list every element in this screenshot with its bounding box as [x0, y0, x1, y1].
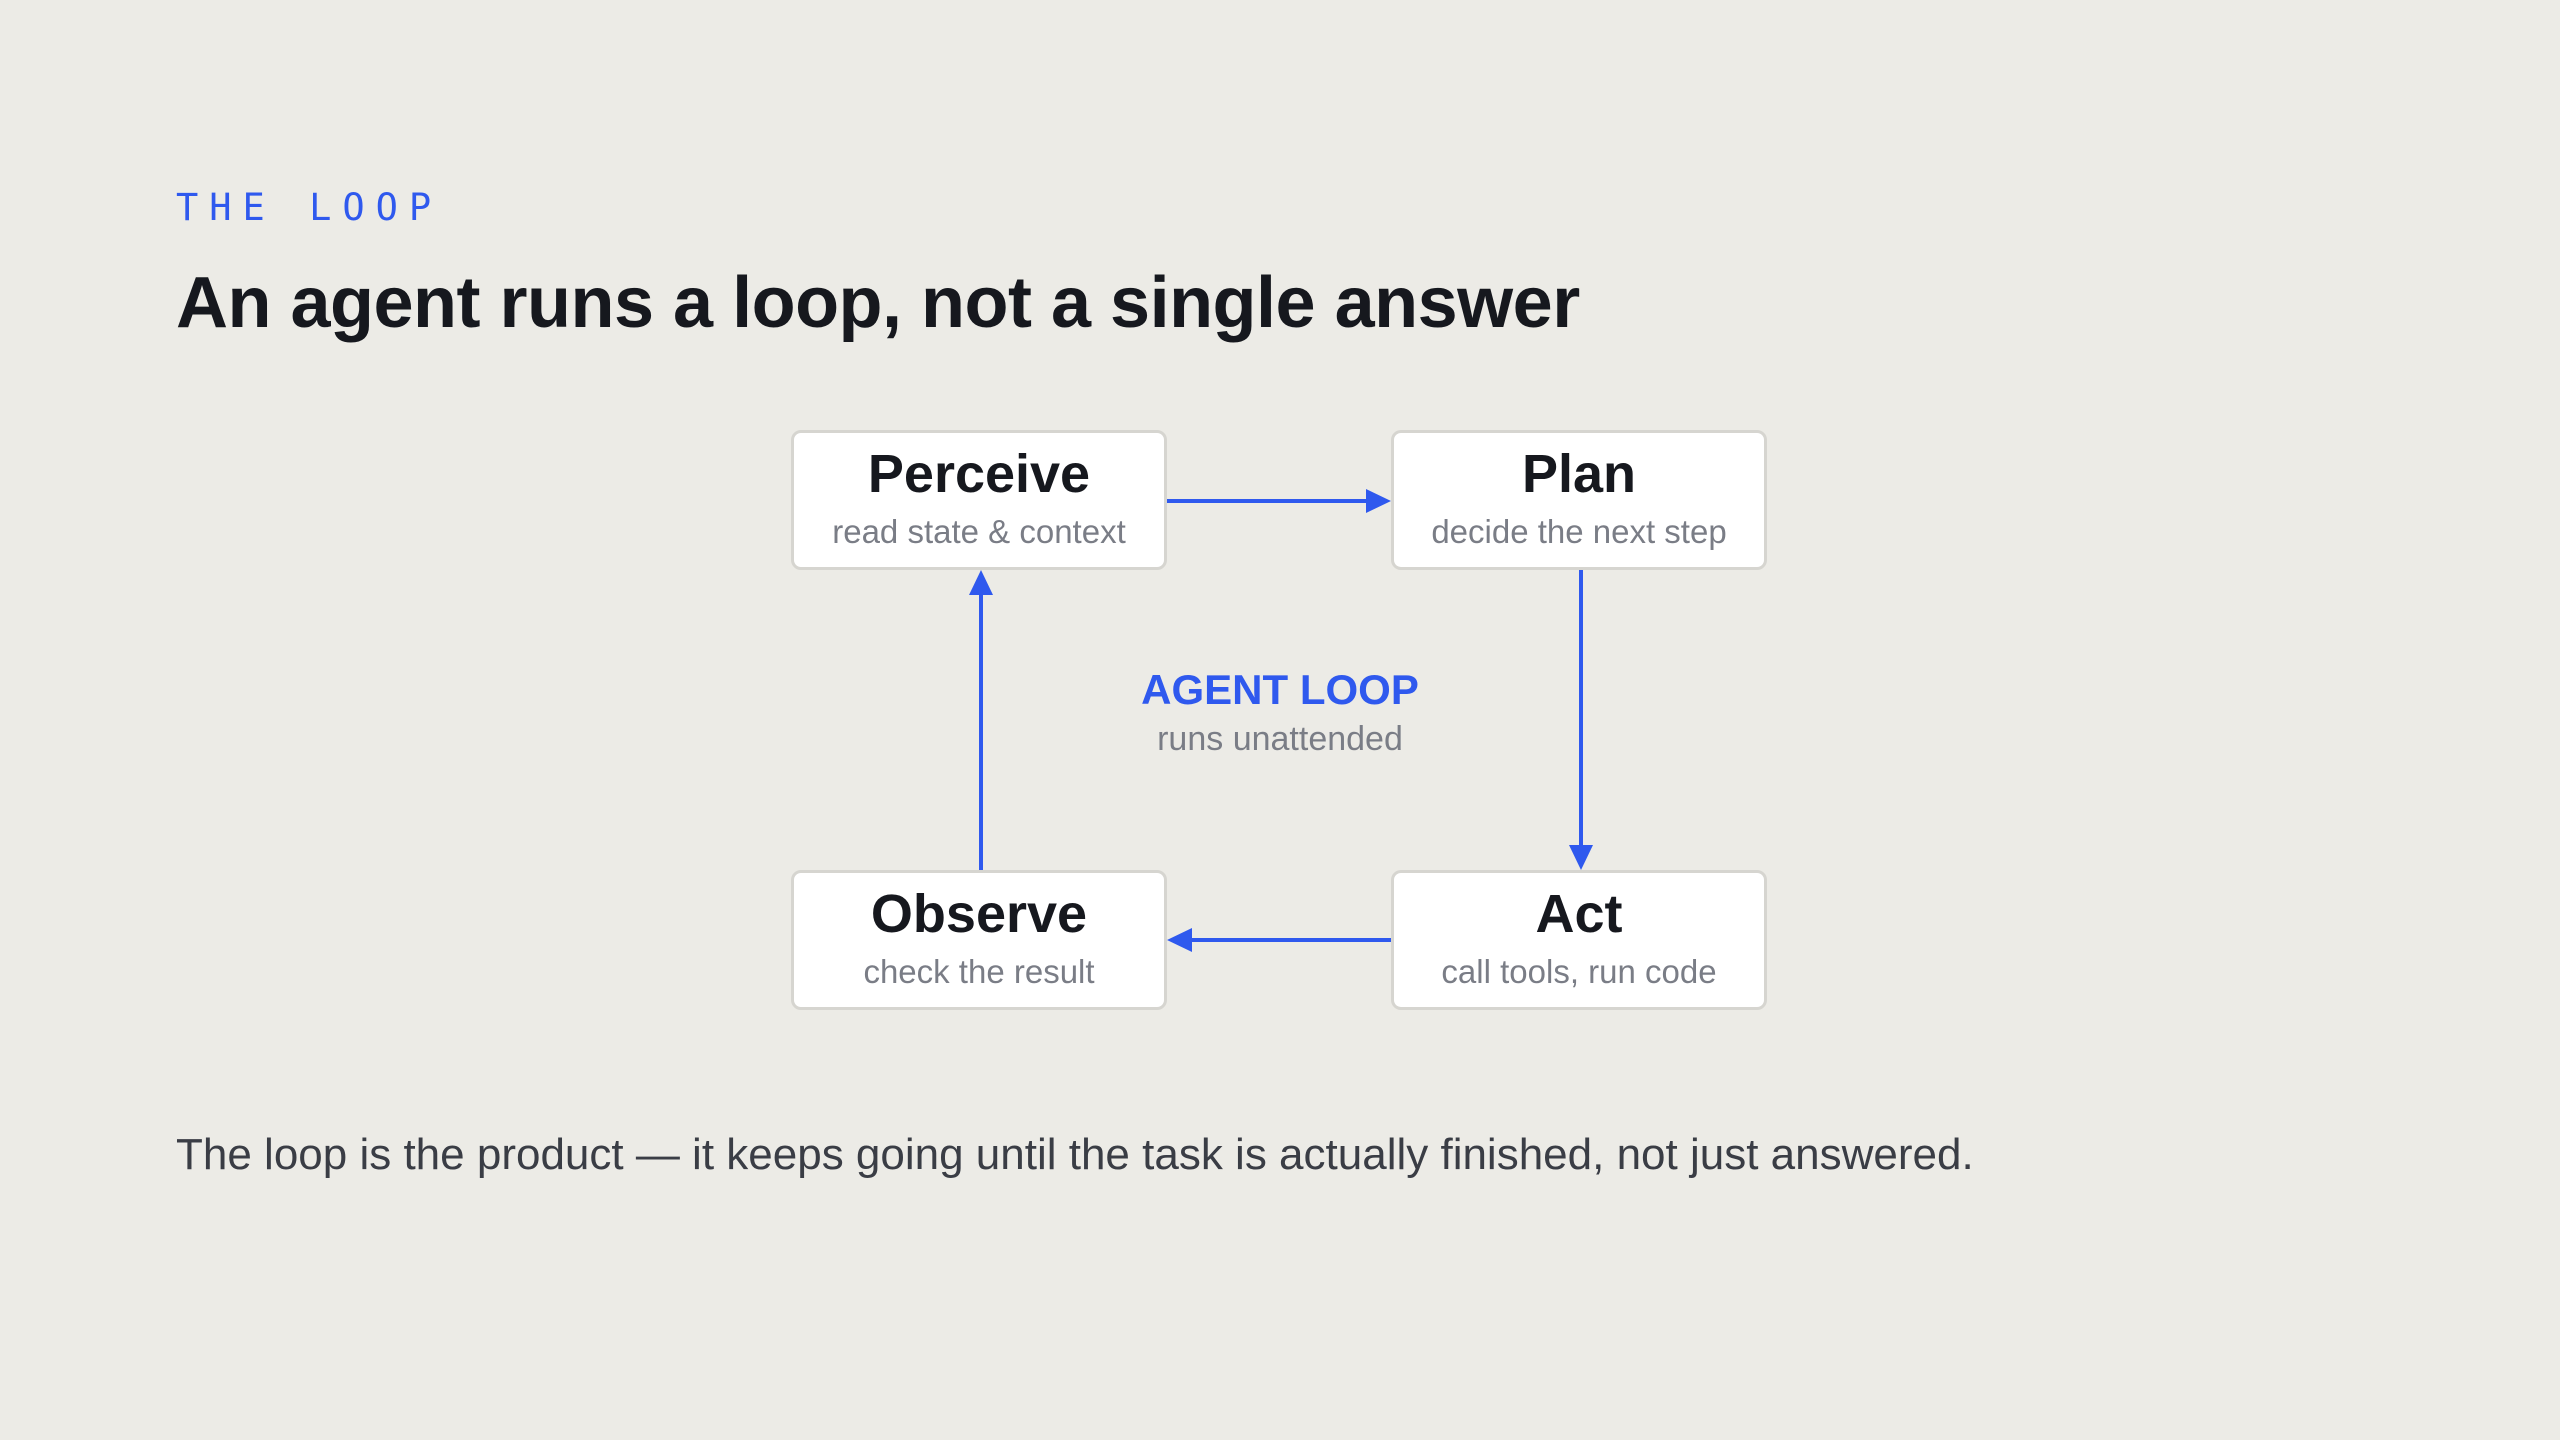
node-observe-title: Observe	[870, 884, 1088, 944]
node-perceive-subtitle: read state & context	[832, 513, 1126, 550]
caption-text: The loop is the product — it keeps going…	[176, 1130, 1974, 1179]
eyebrow-label: THE LOOP	[176, 186, 443, 229]
node-act-subtitle: call tools, run code	[1441, 953, 1717, 990]
node-plan-subtitle: decide the next step	[1431, 513, 1727, 550]
edge-observe-to-perceive	[969, 570, 993, 870]
node-act: Act call tools, run code	[1391, 870, 1767, 1010]
node-perceive: Perceive read state & context	[791, 430, 1167, 570]
node-plan-title: Plan	[1521, 444, 1637, 504]
edge-perceive-to-plan	[1167, 489, 1391, 513]
page-title: An agent runs a loop, not a single answe…	[176, 263, 1580, 343]
center-label-title: AGENT LOOP	[1141, 666, 1419, 713]
node-perceive-title: Perceive	[867, 444, 1091, 504]
center-label-subtitle: runs unattended	[1157, 720, 1403, 758]
node-act-title: Act	[1535, 884, 1623, 944]
edge-plan-to-act	[1569, 570, 1593, 870]
node-observe-subtitle: check the result	[863, 953, 1095, 990]
edge-act-to-observe	[1167, 928, 1391, 952]
node-plan: Plan decide the next step	[1391, 430, 1767, 570]
node-observe: Observe check the result	[791, 870, 1167, 1010]
